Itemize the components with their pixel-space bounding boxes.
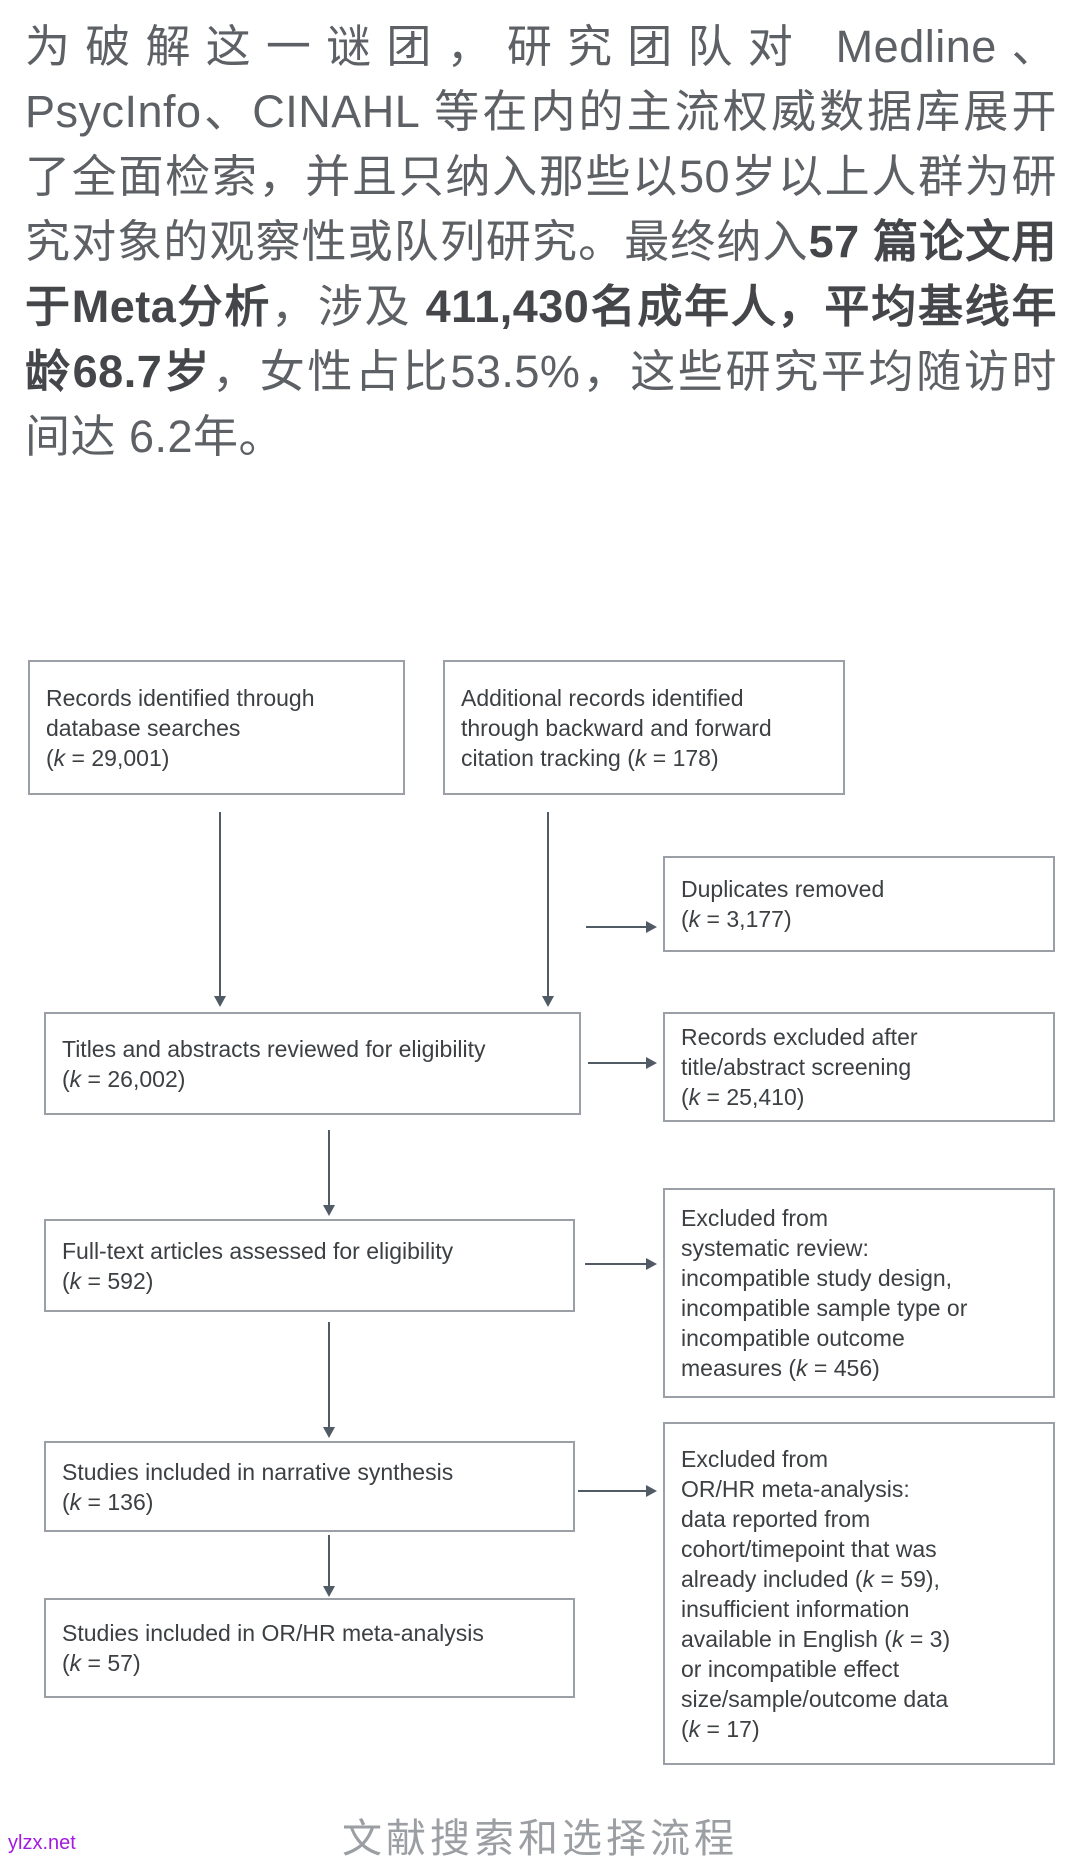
- arrow-right-to-records-excluded: [588, 1057, 657, 1069]
- flow-box-text: Additional records identified through ba…: [461, 684, 772, 771]
- flow-box-meta-analysis: Studies included in OR/HR meta-analysis(…: [44, 1598, 575, 1698]
- watermark: ylzx.net: [8, 1832, 76, 1854]
- flow-box-duplicates-removed: Duplicates removed(k = 3,177): [663, 856, 1055, 952]
- flow-box-additional-records: Additional records identified through ba…: [443, 660, 845, 795]
- arrow-down-fulltext-to-narrative: [323, 1322, 335, 1438]
- flow-box-titles-abstracts: Titles and abstracts reviewed for eligib…: [44, 1012, 581, 1115]
- arrow-right-to-excluded-meta: [578, 1485, 657, 1497]
- flow-box-text: Studies included in narrative synthesis(…: [62, 1458, 454, 1515]
- flow-box-records-identified: Records identified through database sear…: [28, 660, 405, 795]
- arrow-down-narrative-to-meta: [323, 1535, 335, 1597]
- arrow-down-records-to-titles: [214, 812, 226, 1007]
- flow-box-text: Studies included in OR/HR meta-analysis(…: [62, 1620, 484, 1676]
- flow-box-text: Full-text articles assessed for eligibil…: [62, 1237, 454, 1294]
- flow-box-text: Records excluded after title/abstract sc…: [681, 1024, 918, 1110]
- figure-caption: 文献搜索和选择流程: [342, 1817, 738, 1861]
- arrow-right-to-excluded-systematic: [585, 1258, 657, 1270]
- flow-box-full-text: Full-text articles assessed for eligibil…: [44, 1219, 575, 1312]
- arrow-right-to-duplicates: [586, 921, 657, 933]
- flow-box-text: Duplicates removed(k = 3,177): [681, 876, 885, 932]
- flow-box-text: Records identified through database sear…: [46, 684, 315, 771]
- intro-paragraph: 为破解这一谜团，研究团队对 Medline、PsycInfo、CINAHL 等在…: [25, 21, 1057, 462]
- flow-box-text: Titles and abstracts reviewed for eligib…: [62, 1035, 486, 1092]
- arrow-down-titles-to-fulltext: [323, 1130, 335, 1216]
- arrow-down-additional-to-titles: [542, 812, 554, 1007]
- flow-box-records-excluded: Records excluded after title/abstract sc…: [663, 1012, 1055, 1122]
- flow-box-narrative-synthesis: Studies included in narrative synthesis(…: [44, 1441, 575, 1532]
